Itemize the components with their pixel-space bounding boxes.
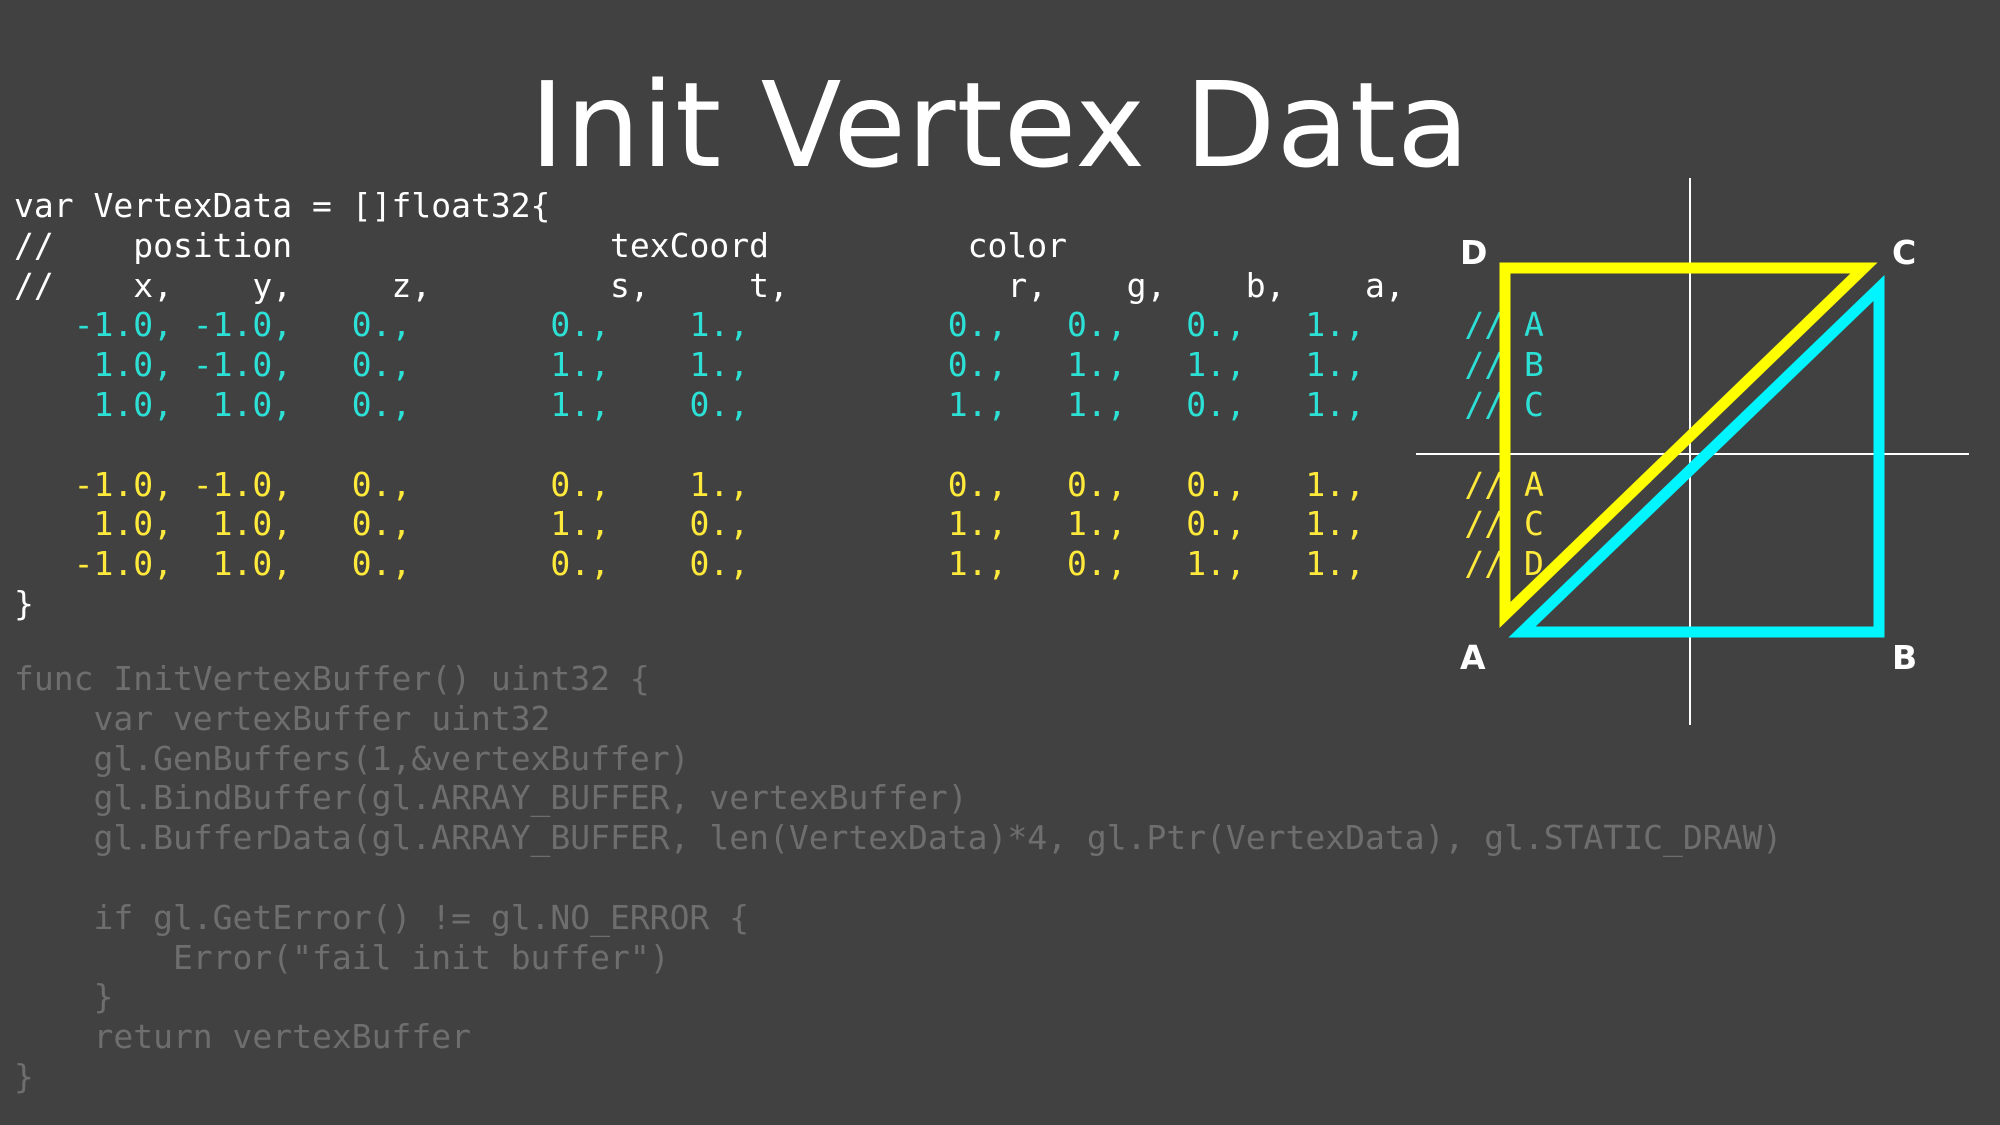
code-closing-brace: }: [14, 583, 34, 623]
slide-title: Init Vertex Data: [529, 56, 1471, 194]
init-buffer-code: func InitVertexBuffer() uint32 { var ver…: [14, 659, 1782, 1097]
code-comment-header: // position texCoord color: [14, 225, 1067, 265]
quad-diagram: D C A B: [1416, 178, 1969, 725]
vertex-row-a: -1.0, -1.0, 0., 0., 1., 0., 0., 0., 1., …: [14, 305, 1544, 345]
vertex-label-b: B: [1892, 638, 1917, 677]
code-line: Error("fail init buffer"): [14, 937, 670, 977]
vertex-row-a: -1.0, -1.0, 0., 0., 1., 0., 0., 0., 1., …: [14, 464, 1544, 504]
code-line: func InitVertexBuffer() uint32 {: [14, 659, 650, 698]
code-comment-columns: // x, y, z, s, t, r, g, b, a,: [14, 265, 1405, 305]
vertex-row-d: -1.0, 1.0, 0., 0., 0., 1., 0., 1., 1., /…: [14, 544, 1544, 584]
triangle-acd: [1499, 262, 1878, 628]
code-line: return vertexBuffer: [14, 1017, 471, 1057]
vertex-label-c: C: [1892, 233, 1916, 272]
code-line: var VertexData = []float32{: [14, 186, 551, 225]
code-line: }: [14, 977, 114, 1017]
vertex-data-code: var VertexData = []float32{ // position …: [14, 186, 1544, 624]
triangle-abc: [1508, 275, 1885, 638]
vertex-label-d: D: [1460, 233, 1487, 272]
code-line: var vertexBuffer uint32: [14, 698, 551, 738]
vertex-row-c: 1.0, 1.0, 0., 1., 0., 1., 1., 0., 1., //…: [14, 384, 1544, 424]
vertex-row-b: 1.0, -1.0, 0., 1., 1., 0., 1., 1., 1., /…: [14, 345, 1544, 385]
code-line: gl.BindBuffer(gl.ARRAY_BUFFER, vertexBuf…: [14, 778, 968, 818]
code-line: gl.BufferData(gl.ARRAY_BUFFER, len(Verte…: [14, 818, 1783, 858]
code-line: gl.GenBuffers(1,&vertexBuffer): [14, 738, 690, 778]
vertex-label-a: A: [1460, 638, 1486, 677]
code-line: }: [14, 1056, 34, 1096]
code-line: if gl.GetError() != gl.NO_ERROR {: [14, 897, 750, 937]
vertex-row-c: 1.0, 1.0, 0., 1., 0., 1., 1., 0., 1., //…: [14, 504, 1544, 544]
